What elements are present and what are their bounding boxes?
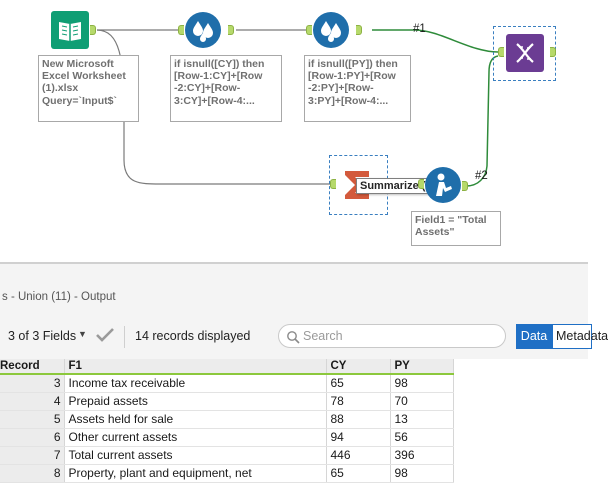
column-header-record[interactable]: Record xyxy=(0,359,65,375)
results-title: s - Union (11) - Output xyxy=(0,291,588,306)
cy-cell: 65 xyxy=(326,374,391,393)
chemist-icon xyxy=(425,167,461,203)
results-table: Record F1 CY PY 3 Income tax receivable … xyxy=(0,359,454,483)
multirow-py-input-anchor[interactable] xyxy=(306,25,312,35)
formula-tool[interactable] xyxy=(424,166,462,204)
tab-data[interactable]: Data xyxy=(516,324,552,349)
py-cell: 396 xyxy=(390,446,454,465)
py-cell: 70 xyxy=(390,392,454,411)
chevron-down-icon[interactable]: ▼ xyxy=(78,329,87,339)
fields-selector[interactable]: 3 of 3 Fields xyxy=(8,329,77,343)
union-tool-body xyxy=(506,34,544,72)
column-header-cy[interactable]: CY xyxy=(326,359,391,375)
search-box[interactable] xyxy=(278,324,506,348)
column-header-py[interactable]: PY xyxy=(390,359,454,375)
multirow-cy-output-anchor[interactable] xyxy=(228,25,234,35)
f1-cell: Prepaid assets xyxy=(64,392,327,411)
connection-label-2: #2 xyxy=(475,170,488,182)
multirow-py-annotation: if isnull([PY]) then [Row-1:PY]+[Row -2:… xyxy=(304,55,411,122)
input-tool-body xyxy=(51,11,89,49)
multirow-py-output-anchor[interactable] xyxy=(356,25,362,35)
water-drops-icon xyxy=(185,12,221,48)
union-tool[interactable] xyxy=(506,34,544,72)
results-title-text: s - Union (11) - Output xyxy=(2,291,116,303)
results-grid[interactable]: Record F1 CY PY 3 Income tax receivable … xyxy=(0,359,588,483)
records-count: 14 records displayed xyxy=(135,329,251,343)
workflow-canvas[interactable]: Summarize (9) #1 #2 New Microsoft Excel … xyxy=(0,0,588,262)
multirow-cy-input-anchor[interactable] xyxy=(178,25,184,35)
cy-cell: 94 xyxy=(326,428,391,447)
table-row[interactable]: 5 Assets held for sale 88 13 xyxy=(0,410,454,429)
tab-metadata[interactable]: Metadata xyxy=(552,324,608,349)
multirow-formula-cy-tool[interactable] xyxy=(184,11,222,49)
cy-cell: 88 xyxy=(326,410,391,429)
record-cell: 3 xyxy=(0,374,65,393)
search-icon xyxy=(287,331,300,344)
table-row[interactable]: 4 Prepaid assets 78 70 xyxy=(0,392,454,411)
book-open-icon xyxy=(59,22,81,41)
py-cell: 98 xyxy=(390,464,454,483)
table-row[interactable]: 6 Other current assets 94 56 xyxy=(0,428,454,447)
table-row[interactable]: 8 Property, plant and equipment, net 65 … xyxy=(0,464,454,483)
f1-cell: Other current assets xyxy=(64,428,327,447)
f1-cell: Property, plant and equipment, net xyxy=(64,464,327,483)
record-cell: 4 xyxy=(0,392,65,411)
record-cell: 7 xyxy=(0,446,65,465)
formula-annotation: Field1 = "Total Assets" xyxy=(411,211,501,246)
cy-cell: 78 xyxy=(326,392,391,411)
formula-input-anchor[interactable] xyxy=(418,179,424,189)
panel-splitter[interactable] xyxy=(0,262,588,264)
f1-cell: Total current assets xyxy=(64,446,327,465)
multirow-cy-annotation: if isnull([CY]) then [Row-1:CY]+[Row -2:… xyxy=(170,55,282,122)
table-row[interactable]: 7 Total current assets 446 396 xyxy=(0,446,454,465)
checkmark-icon[interactable] xyxy=(95,327,115,343)
record-cell: 8 xyxy=(0,464,65,483)
dna-icon xyxy=(516,43,534,63)
search-input[interactable] xyxy=(303,327,499,345)
toolbar-separator xyxy=(124,326,125,348)
wire-py-to-union xyxy=(372,29,499,53)
summarize-input-anchor[interactable] xyxy=(330,179,336,189)
union-input-anchor[interactable] xyxy=(498,47,504,57)
union-output-anchor[interactable] xyxy=(550,47,556,57)
record-cell: 6 xyxy=(0,428,65,447)
input-data-tool[interactable] xyxy=(51,11,89,49)
results-toolbar: 3 of 3 Fields ▼ 14 records displayed Dat… xyxy=(0,316,608,356)
connection-label-1: #1 xyxy=(413,23,426,35)
cy-cell: 65 xyxy=(326,464,391,483)
table-header-row: Record F1 CY PY xyxy=(0,359,454,375)
py-cell: 56 xyxy=(390,428,454,447)
water-drops-icon xyxy=(313,12,349,48)
multirow-formula-py-tool[interactable] xyxy=(312,11,350,49)
column-header-f1[interactable]: F1 xyxy=(64,359,327,375)
f1-cell: Assets held for sale xyxy=(64,410,327,429)
input-output-anchor[interactable] xyxy=(90,25,96,35)
formula-output-anchor[interactable] xyxy=(462,181,468,191)
cy-cell: 446 xyxy=(326,446,391,465)
table-row[interactable]: 3 Income tax receivable 65 98 xyxy=(0,374,454,393)
f1-cell: Income tax receivable xyxy=(64,374,327,393)
py-cell: 98 xyxy=(390,374,454,393)
py-cell: 13 xyxy=(390,410,454,429)
record-cell: 5 xyxy=(0,410,65,429)
input-annotation: New Microsoft Excel Worksheet (1).xlsx Q… xyxy=(38,55,139,122)
